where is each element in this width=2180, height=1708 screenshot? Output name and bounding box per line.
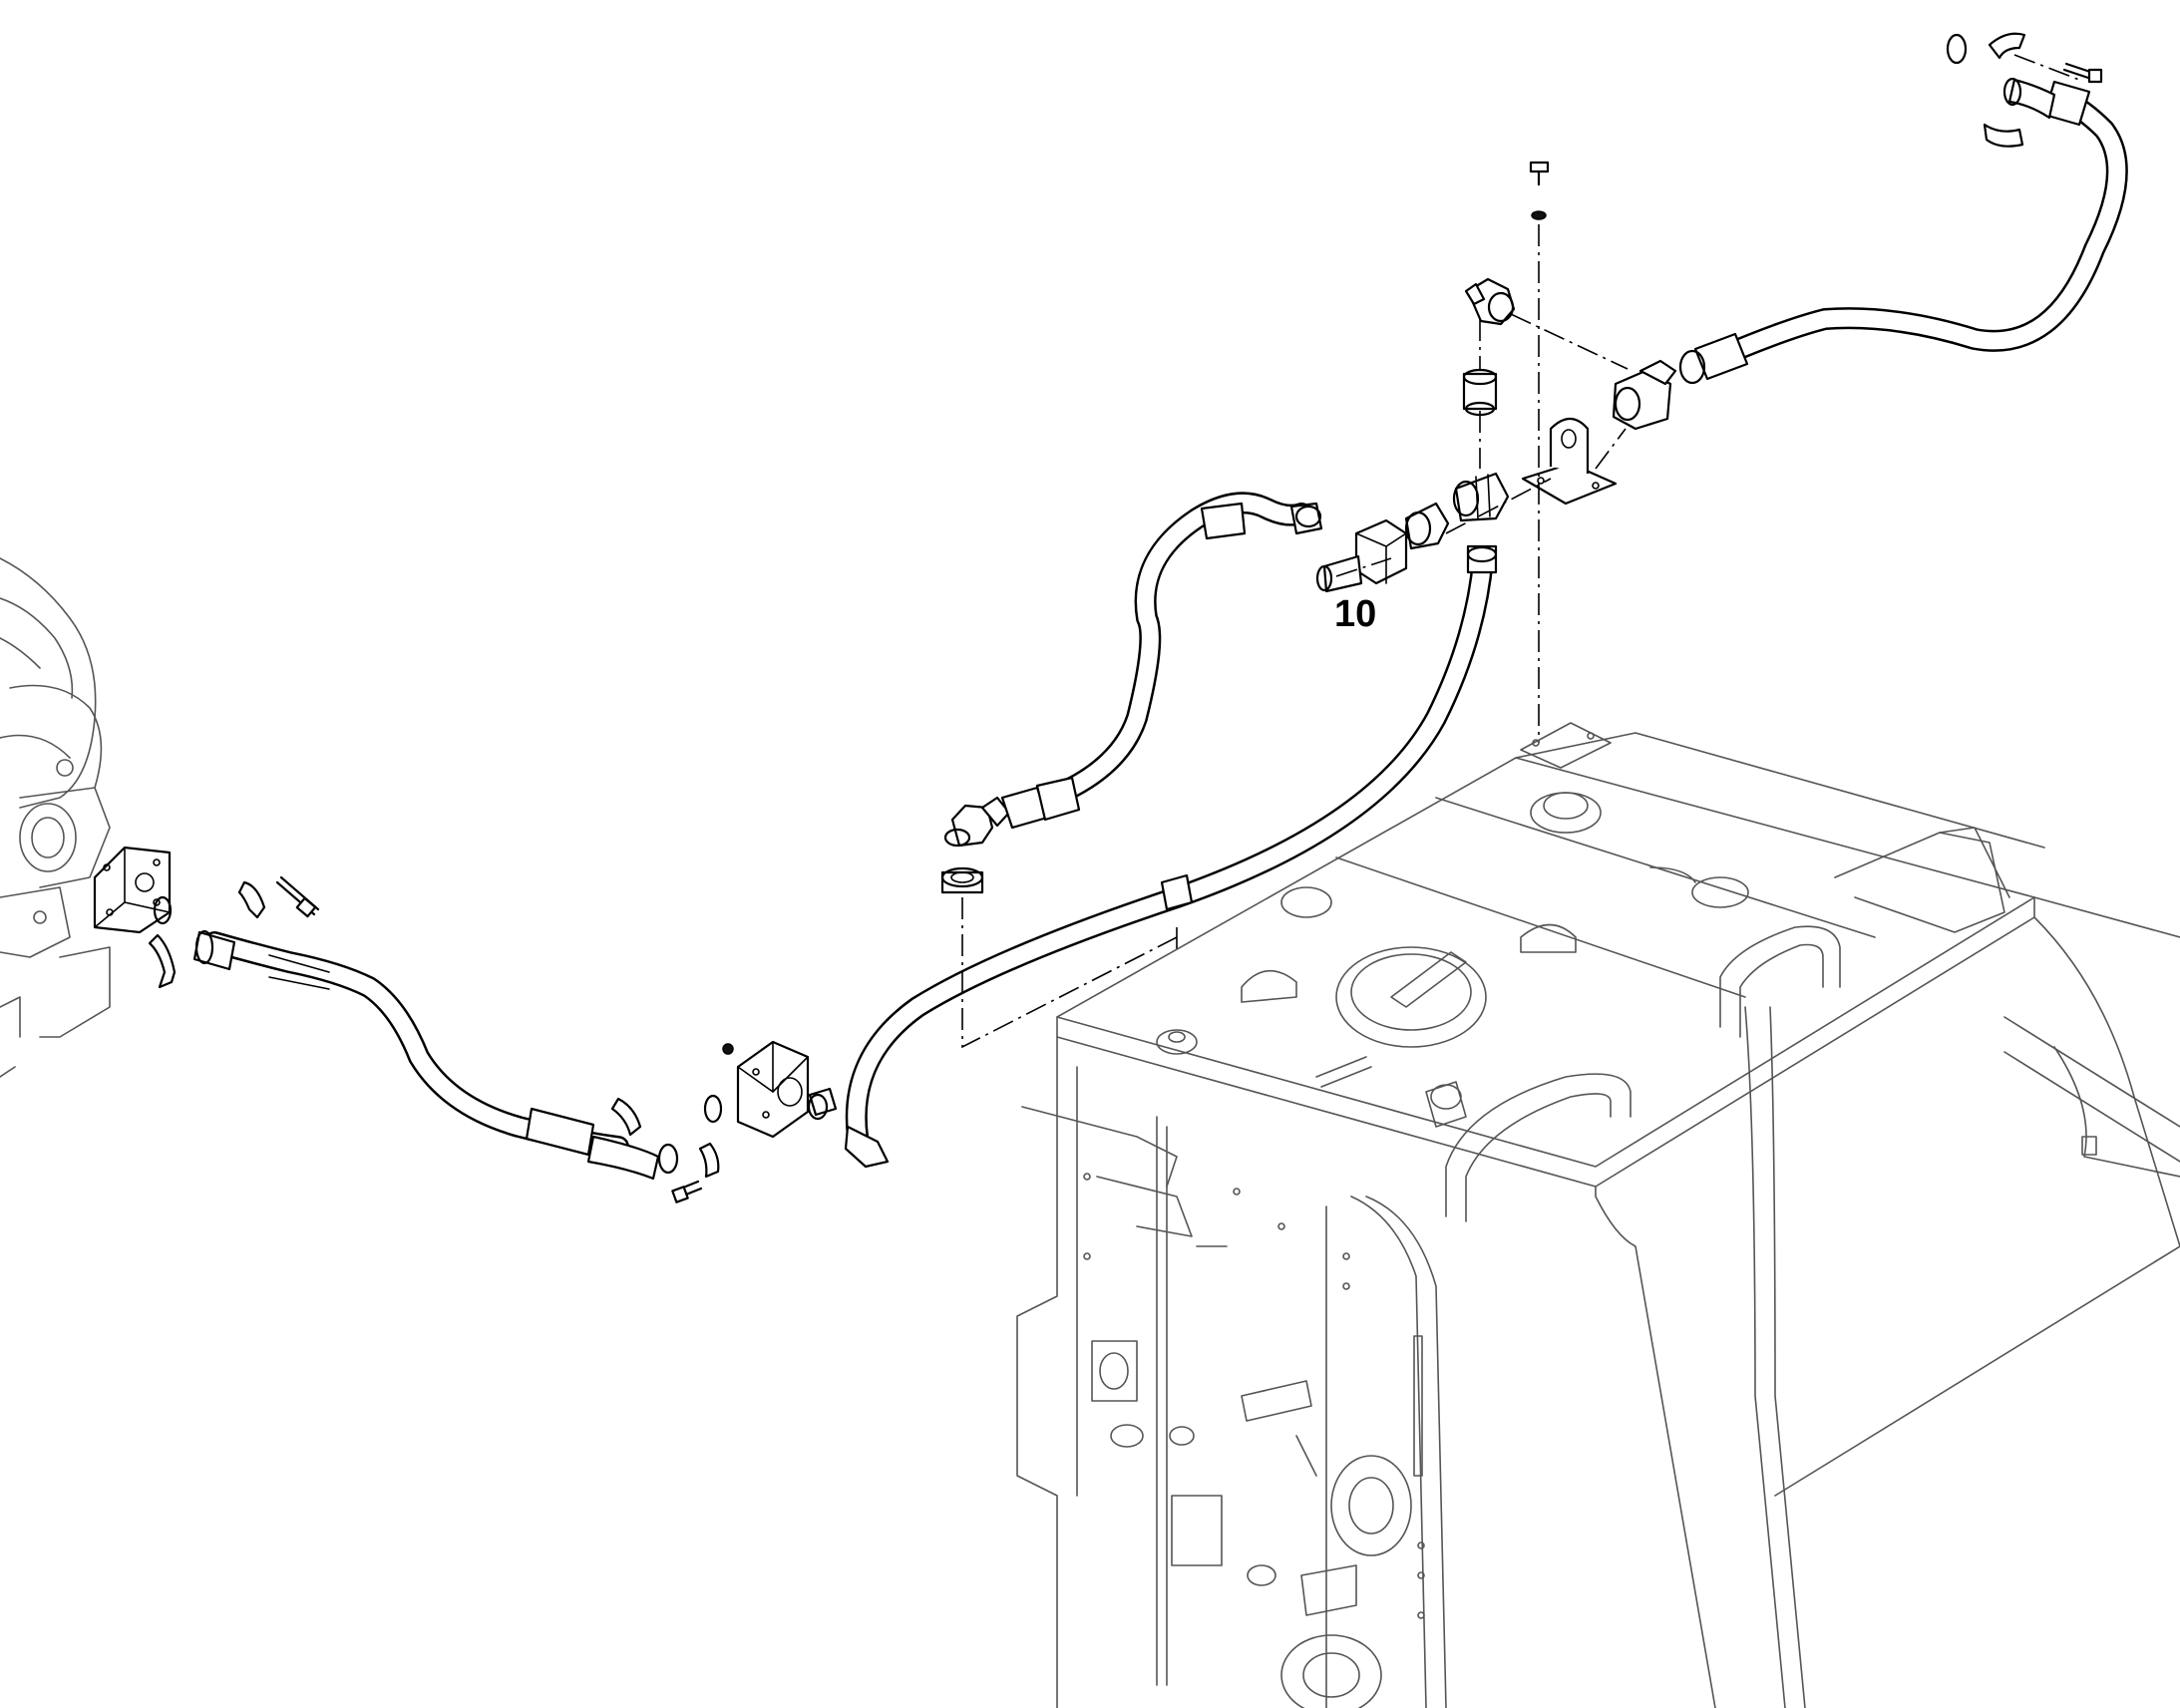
upper-right-return-hose <box>1678 77 2128 385</box>
mid-nipple-fitting <box>807 1087 838 1121</box>
elbow-fitting-left <box>943 796 1011 848</box>
part-label-10: 10 <box>1334 593 1376 635</box>
assembly-centerlines <box>961 54 2080 1049</box>
top-nipple-fitting <box>1462 368 1498 417</box>
mounting-screw <box>1529 161 1550 186</box>
mid-split-clamp-upper <box>610 1097 642 1137</box>
lower-bolt <box>671 1180 703 1203</box>
left-o-ring <box>153 895 173 925</box>
union-fitting-b <box>1452 472 1510 522</box>
mid-flange-adapter <box>722 1040 810 1139</box>
top-elbow-fitting <box>1464 277 1516 326</box>
mid-o-ring <box>703 1094 723 1124</box>
nipple-fitting-left <box>940 866 984 894</box>
top-split-clamp-upper <box>1988 32 2026 60</box>
check-valve-part-10 <box>1315 518 1408 593</box>
left-flange-block <box>93 846 172 934</box>
left-bolt <box>275 875 320 918</box>
top-o-ring <box>1946 33 1968 65</box>
tee-fitting <box>1612 359 1677 431</box>
lower-left-hose <box>192 929 679 1181</box>
left-split-clamp-lower <box>148 933 177 989</box>
long-pressure-hose <box>844 544 1498 1169</box>
top-split-clamp-lower <box>1983 123 2024 148</box>
left-split-clamp-upper <box>237 880 266 919</box>
mid-split-clamp-lower <box>698 1142 720 1179</box>
top-bolt <box>2062 62 2103 84</box>
union-fitting-a <box>1404 502 1450 550</box>
engine-outline <box>0 557 111 1078</box>
mounting-washer <box>1531 210 1547 220</box>
mounting-bracket <box>1521 417 1618 506</box>
hydraulic-tank <box>1016 722 2180 1708</box>
upper-s-hose <box>1000 492 1323 830</box>
